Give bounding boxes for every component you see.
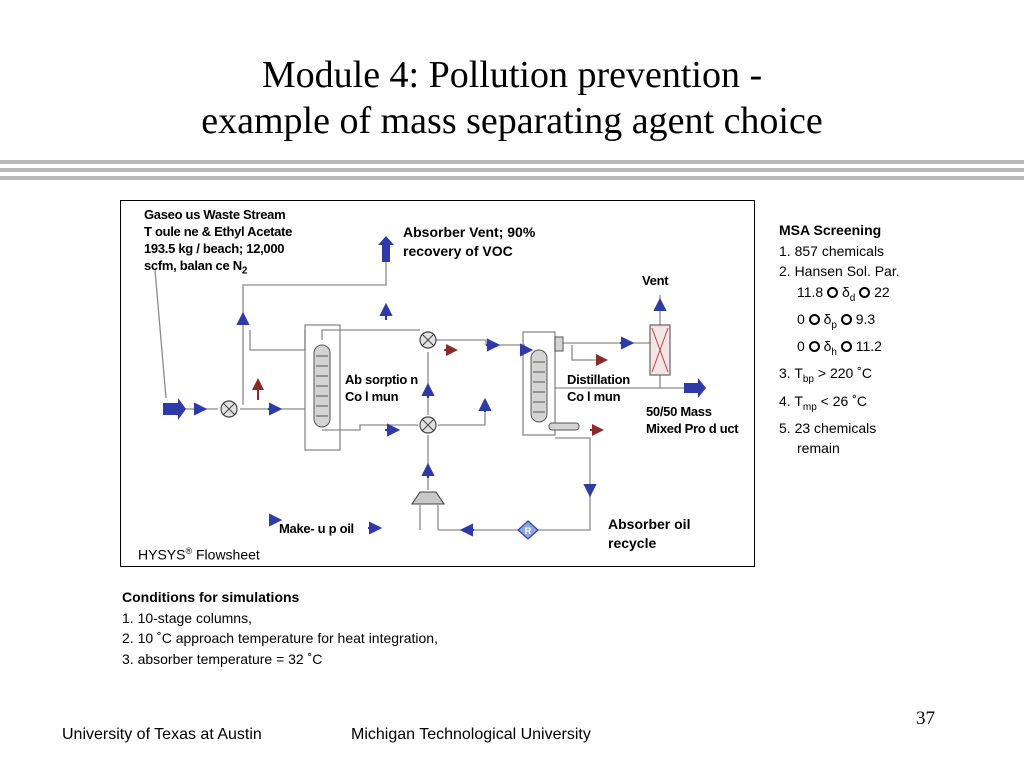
mixer-trapezoid-icon bbox=[410, 491, 446, 505]
distillation-column-icon bbox=[530, 336, 580, 431]
footer-left: University of Texas at Austin bbox=[62, 726, 262, 743]
slide-title-line2: example of mass separating agent choice bbox=[201, 100, 823, 142]
hansen-p-range: 0 δp 9.3 bbox=[797, 310, 876, 331]
msa-screening-list: MSA Screening 1. 857 chemicals 2. Hansen… bbox=[779, 220, 900, 459]
footer-right: Michigan Technological University bbox=[351, 726, 591, 743]
open-circle-bullet-icon bbox=[827, 286, 839, 298]
absorption-column-frame bbox=[304, 324, 341, 451]
msa-screening-heading: MSA Screening bbox=[779, 222, 882, 238]
divider-top bbox=[0, 160, 1024, 164]
conditions-heading: Conditions for simulations bbox=[122, 589, 300, 605]
recycle-symbol: R bbox=[525, 526, 532, 536]
absorber-oil-recycle-label: Absorber oil recycle bbox=[608, 516, 691, 551]
condition-item: 2. 10 ˚C approach temperature for heat i… bbox=[122, 630, 438, 646]
hansen-d-range: 11.8 δd 22 bbox=[797, 283, 890, 304]
component-splitter-icon bbox=[649, 324, 671, 376]
absorption-column-icon bbox=[313, 344, 331, 428]
absorber-vent-label: Absorber Vent; 90% recovery of VOC bbox=[403, 224, 536, 259]
makeup-oil-label: Make- u p oil bbox=[279, 521, 354, 536]
open-circle-bullet-icon bbox=[808, 313, 820, 325]
msa-item: remain bbox=[797, 440, 840, 457]
condition-item: 3. absorber temperature = 32 ˚C bbox=[122, 650, 323, 667]
heat-exchanger-icon bbox=[419, 416, 437, 434]
msa-item: 2. Hansen Sol. Par. bbox=[779, 263, 900, 279]
distillation-column-label: Distillation Co l mun bbox=[567, 372, 630, 404]
open-circle-bullet-icon bbox=[840, 341, 852, 353]
distillation-column-frame bbox=[522, 331, 556, 436]
simulation-conditions: Conditions for simulations 1. 10-stage c… bbox=[122, 587, 438, 669]
condition-item: 1. 10-stage columns, bbox=[122, 609, 252, 626]
recycle-diamond-icon: R bbox=[517, 520, 539, 540]
page-number: 37 bbox=[916, 708, 935, 729]
energy-stream-arrows bbox=[252, 344, 608, 436]
heat-exchanger-icon bbox=[419, 331, 437, 349]
msa-item: 5. 23 chemicals bbox=[779, 419, 877, 436]
open-circle-bullet-icon bbox=[840, 313, 852, 325]
stream-arrows bbox=[163, 236, 706, 420]
feed-stream-label: Gaseo us Waste Stream T oule ne & Ethyl … bbox=[144, 207, 293, 277]
flow-direction-arrows bbox=[194, 297, 667, 537]
mixed-product-label: 50/50 Mass Mixed Pro d uct bbox=[646, 404, 739, 436]
vent-label: Vent bbox=[642, 273, 669, 288]
msa-item: 3. Tbp > 220 ˚C bbox=[779, 365, 872, 386]
hansen-h-range: 0 δh 11.2 bbox=[797, 338, 882, 358]
heat-exchanger-icon bbox=[220, 400, 238, 418]
divider-bottom bbox=[0, 176, 1024, 180]
open-circle-bullet-icon bbox=[859, 286, 871, 298]
slide-title: Module 4: Pollution prevention - example… bbox=[0, 52, 1024, 144]
divider-mid bbox=[0, 168, 1024, 172]
slide-title-line1: Module 4: Pollution prevention - bbox=[261, 54, 763, 96]
msa-item: 1. 857 chemicals bbox=[779, 242, 885, 259]
flowsheet-frame bbox=[120, 200, 755, 567]
absorption-column-label: Ab sorptio n Co l mun bbox=[345, 372, 418, 404]
open-circle-bullet-icon bbox=[808, 341, 820, 353]
hysys-flowsheet-label: HYSYS® Flowsheet bbox=[138, 546, 260, 563]
msa-item: 4. Tmp < 26 ˚C bbox=[779, 392, 867, 413]
